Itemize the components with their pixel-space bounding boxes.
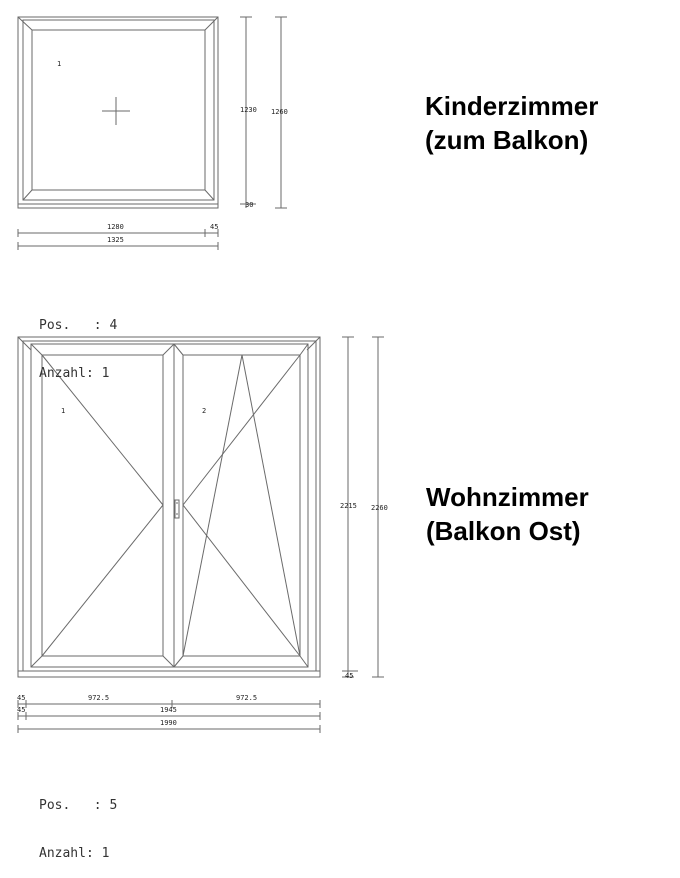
window-2-count-label: Anzahl:	[39, 846, 94, 861]
window-1-bottom-offset: 30	[245, 201, 253, 209]
window-2-bottom-offset: 45	[345, 672, 353, 680]
window-2-room-line2: (Balkon Ost)	[426, 516, 581, 546]
window-2-outer-width: 1990	[160, 719, 177, 727]
window-2-right-sash-width: 972.5	[236, 694, 257, 702]
window-1-count-label: Anzahl:	[39, 366, 94, 381]
window-1-inner-height: 1230	[240, 106, 257, 114]
window-1-room-line2: (zum Balkon)	[425, 125, 589, 155]
window-1-height-dimensions	[240, 16, 287, 209]
window-drawings: 1 1230 1260 30 1280 45 1325 1 2 2215 226…	[17, 16, 388, 733]
window-1-position-value: 4	[109, 318, 118, 333]
window-1-outer-height: 1260	[271, 108, 288, 116]
window-2-room-line1: Wohnzimmer	[426, 482, 589, 512]
window-1-frame	[17, 16, 219, 209]
window-1-position-row: Pos. : 4	[39, 318, 117, 334]
window-2-right-sash	[173, 343, 309, 668]
window-1-position-info: Pos. : 4 Anzahl: 1	[39, 286, 117, 398]
window-1-inner-width: 1280	[107, 223, 124, 231]
window-1-outer-width: 1325	[107, 236, 124, 244]
window-1-position-label: Pos. :	[39, 318, 102, 333]
window-1-width-dimensions	[17, 229, 219, 250]
window-2-position-value: 5	[109, 798, 118, 813]
window-1-frame-width: 45	[210, 223, 218, 231]
crosshair-icon	[102, 97, 130, 125]
window-2-position-row: Pos. : 5	[39, 798, 117, 814]
window-2-room-label: Wohnzimmer (Balkon Ost)	[426, 480, 589, 548]
window-2-frame	[17, 336, 321, 678]
window-2-count-value: 1	[101, 846, 110, 861]
window-1-count-row: Anzahl: 1	[39, 366, 117, 382]
window-2-width-dimensions	[17, 700, 321, 733]
window-2-inner-width: 1945	[160, 706, 177, 714]
window-1-count-value: 1	[101, 366, 110, 381]
window-2-position-label: Pos. :	[39, 798, 102, 813]
window-2-left-sash-width: 972.5	[88, 694, 109, 702]
window-2-height-dimensions	[342, 336, 384, 678]
window-2-count-row: Anzahl: 1	[39, 846, 117, 862]
window-2-frame-left-2: 45	[17, 706, 25, 714]
window-2-pane-left-number: 1	[61, 407, 65, 415]
window-2-pane-right-number: 2	[202, 407, 206, 415]
window-handle-icon	[174, 499, 180, 519]
window-1-room-label: Kinderzimmer (zum Balkon)	[425, 89, 598, 157]
window-1-pane-number: 1	[57, 60, 61, 68]
window-2-position-info: Pos. : 5 Anzahl: 1	[39, 766, 117, 878]
window-1-room-line1: Kinderzimmer	[425, 91, 599, 121]
window-2-outer-height: 2260	[371, 504, 388, 512]
window-2-inner-height: 2215	[340, 502, 357, 510]
window-2-frame-left-1: 45	[17, 694, 25, 702]
